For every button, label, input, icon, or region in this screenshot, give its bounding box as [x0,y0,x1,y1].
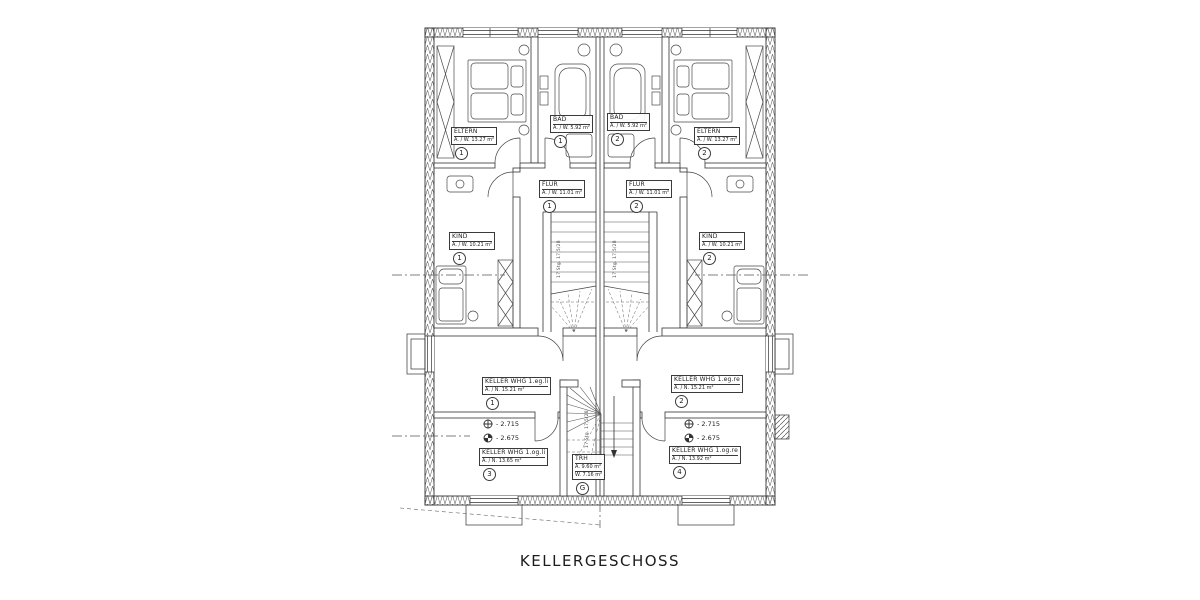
level-cross-icon [684,419,694,429]
room-number-badge: 3 [483,468,496,481]
stair-note-trh: 17 Stg. 17,5/28 [585,410,590,448]
party-wall [595,36,605,497]
room-number-badge: 2 [698,147,711,160]
level-marker-left-upper: - 2.715 [483,419,519,429]
room-number-badge: 2 [675,395,688,408]
drawing-title: KELLERGESCHOSS [519,552,681,570]
outer-walls [424,27,776,506]
trh-stair [566,386,633,469]
site-lines [392,414,790,528]
level-quadrant-icon [483,433,493,443]
door-swings [487,137,571,442]
level-marker-right-lower: - 2.675 [684,433,720,443]
furniture-kind [435,175,514,327]
stair-note-right: 17 Stg. 17,5/28 [613,240,618,278]
room-number-badge: 2 [611,133,624,146]
room-label-trh: TRH A. 9.60 m² W. 7.16 m² G [572,454,606,495]
level-marker-left-lower: - 2.675 [483,433,519,443]
room-number-badge: 2 [703,252,716,265]
room-number-badge: 1 [453,252,466,265]
level-marker-right-upper: - 2.715 [684,419,720,429]
room-number-badge: 1 [486,397,499,410]
room-number-badge: 2 [630,200,643,213]
room-number-badge: G [576,482,589,495]
stair-flight [542,211,597,333]
room-number-badge: 1 [455,147,468,160]
room-number-badge: 1 [543,200,556,213]
room-number-badge: 4 [673,466,686,479]
level-cross-icon [483,419,493,429]
room-number-badge: 1 [554,135,567,148]
furniture-eltern [436,44,530,159]
stair-note-left: 17 Stg. 17,5/28 [557,240,562,278]
windows [406,28,579,526]
level-quadrant-icon [684,433,694,443]
